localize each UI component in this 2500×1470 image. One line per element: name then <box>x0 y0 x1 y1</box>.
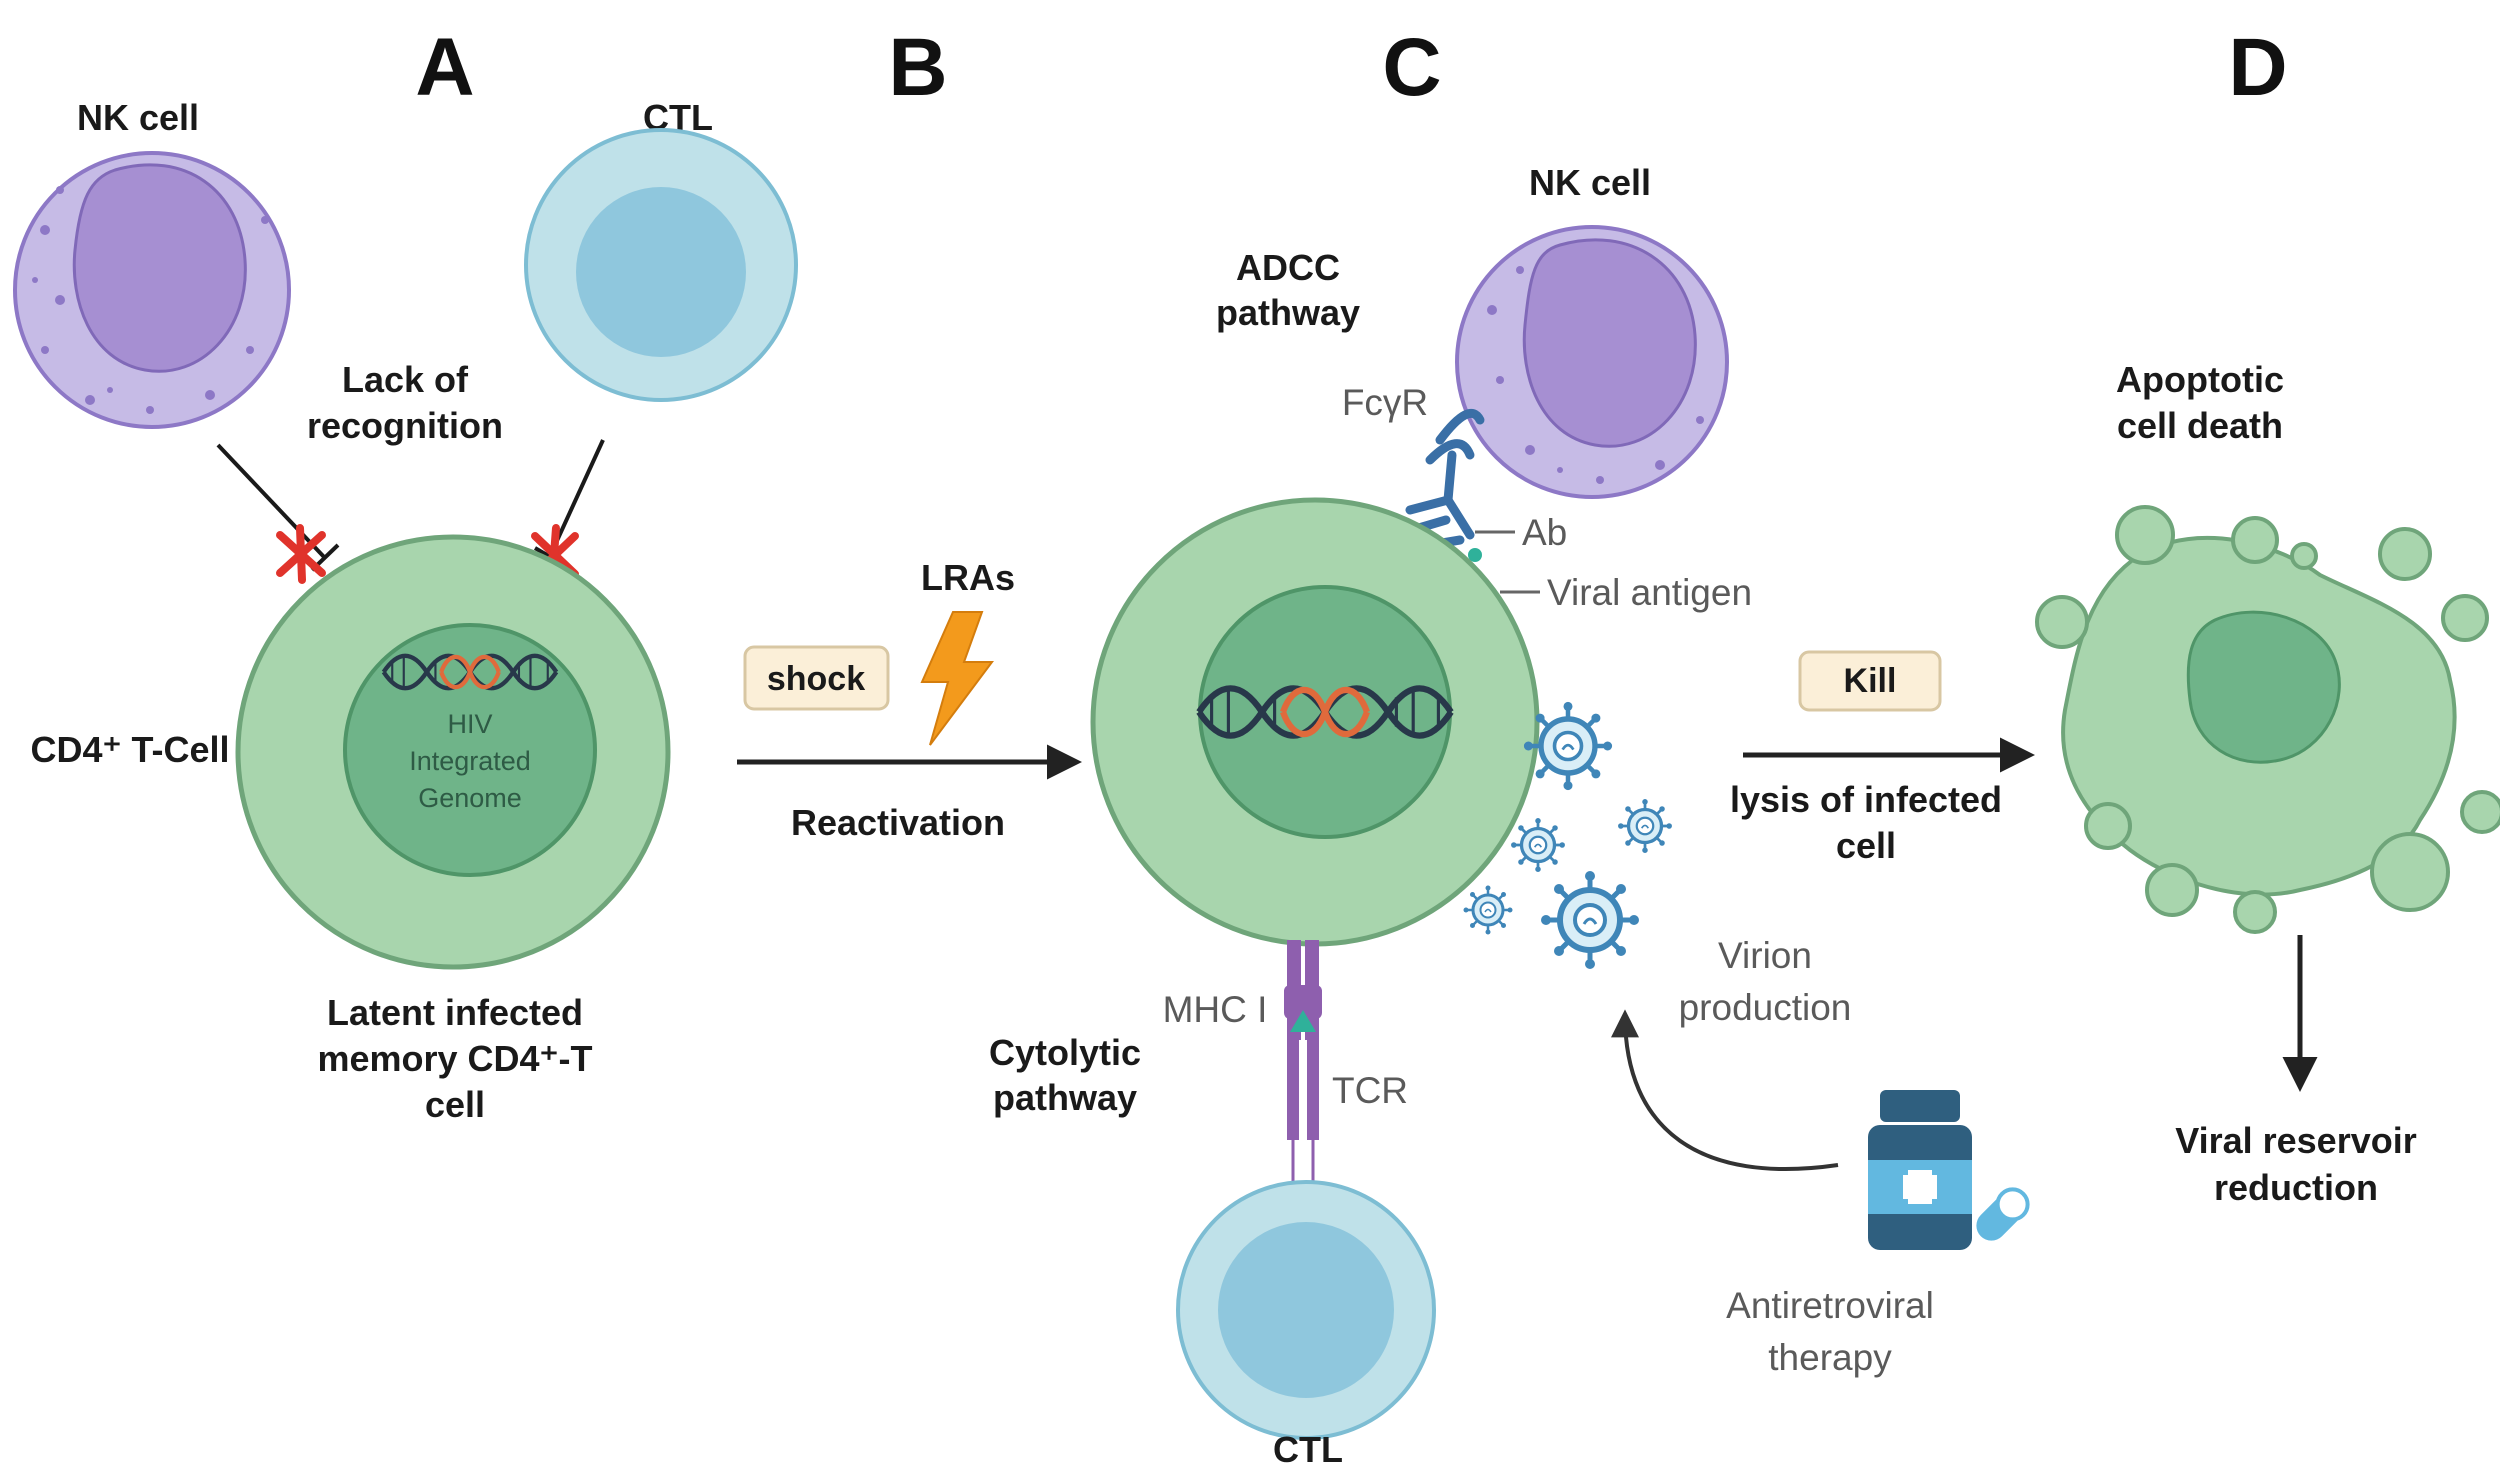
antiretroviral-label-2: therapy <box>1768 1337 1892 1378</box>
reservoir-label-2: reduction <box>2214 1167 2378 1208</box>
kill-box: Kill <box>1798 650 1942 712</box>
ctl-cell-c <box>1176 1180 1436 1440</box>
nk-cell-a <box>13 151 291 429</box>
panel-letter-a: A <box>415 22 474 113</box>
lack-of-recognition-label-1: Lack of <box>342 359 469 400</box>
shock-box: shock <box>743 645 890 711</box>
viral-antigen-label: Viral antigen <box>1547 572 1752 613</box>
therapy-inhibition-arrow <box>1611 1009 1839 1171</box>
virion-production-label-2: production <box>1679 987 1852 1028</box>
latent-cell-label-3: cell <box>425 1084 485 1125</box>
apoptotic-label-1: Apoptotic <box>2116 359 2284 400</box>
lras-label: LRAs <box>921 557 1015 598</box>
cd4-t-cell-label: CD4⁺ T-Cell <box>30 729 229 770</box>
panel-letter-d: D <box>2228 22 2287 113</box>
fcgr-label: FcγR <box>1342 382 1428 423</box>
virion-icon <box>1462 884 1514 936</box>
latent-cell-label-1: Latent infected <box>327 992 583 1033</box>
ab-label: Ab <box>1522 512 1567 553</box>
lack-of-recognition-label-2: recognition <box>307 405 503 446</box>
genome-label-1: HIV <box>447 709 492 739</box>
shock-label: shock <box>767 660 865 698</box>
panel-letter-c: C <box>1382 22 1441 113</box>
latent-cell-label-2: memory CD4⁺-T <box>317 1038 592 1079</box>
genome-label-3: Genome <box>418 783 522 813</box>
reservoir-label-1: Viral reservoir <box>2175 1120 2417 1161</box>
nk-blocked-interaction <box>216 443 340 572</box>
capsule-icon <box>1976 1187 2030 1241</box>
virion-icon <box>1509 816 1567 874</box>
cytolytic-label-2: pathway <box>993 1077 1137 1118</box>
virion-icon <box>1541 871 1639 969</box>
mhc-label: MHC I <box>1163 989 1268 1030</box>
panel-letter-b: B <box>888 22 947 113</box>
virion-production-label-1: Virion <box>1718 935 1812 976</box>
apoptotic-label-2: cell death <box>2117 405 2283 446</box>
genome-label-2: Integrated <box>409 746 531 776</box>
tcr-label: TCR <box>1332 1070 1408 1111</box>
apoptotic-nucleus <box>2186 610 2341 764</box>
panel-c-ctl-label: CTL <box>1273 1429 1343 1470</box>
panel-c-nk-cell-label: NK cell <box>1529 162 1651 203</box>
nk-cell-c <box>1455 225 1729 499</box>
lysis-label-1: lysis of infected <box>1730 779 2002 820</box>
antiretroviral-label-1: Antiretroviral <box>1726 1285 1934 1326</box>
virion-icon <box>1616 797 1674 855</box>
lysis-label-2: cell <box>1836 825 1896 866</box>
virion-icon <box>1524 702 1612 790</box>
cytolytic-label-1: Cytolytic <box>989 1032 1141 1073</box>
drug-bottle-icon <box>1868 1090 1972 1250</box>
panel-a-nk-cell-label: NK cell <box>77 97 199 138</box>
kill-label: Kill <box>1844 662 1897 700</box>
adcc-label-1: ADCC <box>1236 247 1340 288</box>
reactivation-label: Reactivation <box>791 802 1005 843</box>
adcc-label-2: pathway <box>1216 292 1360 333</box>
mhc-tcr-complex <box>1284 940 1322 1182</box>
blocked-x-icon <box>276 524 326 584</box>
lightning-icon <box>920 611 994 746</box>
ctl-cell-a <box>524 128 798 402</box>
